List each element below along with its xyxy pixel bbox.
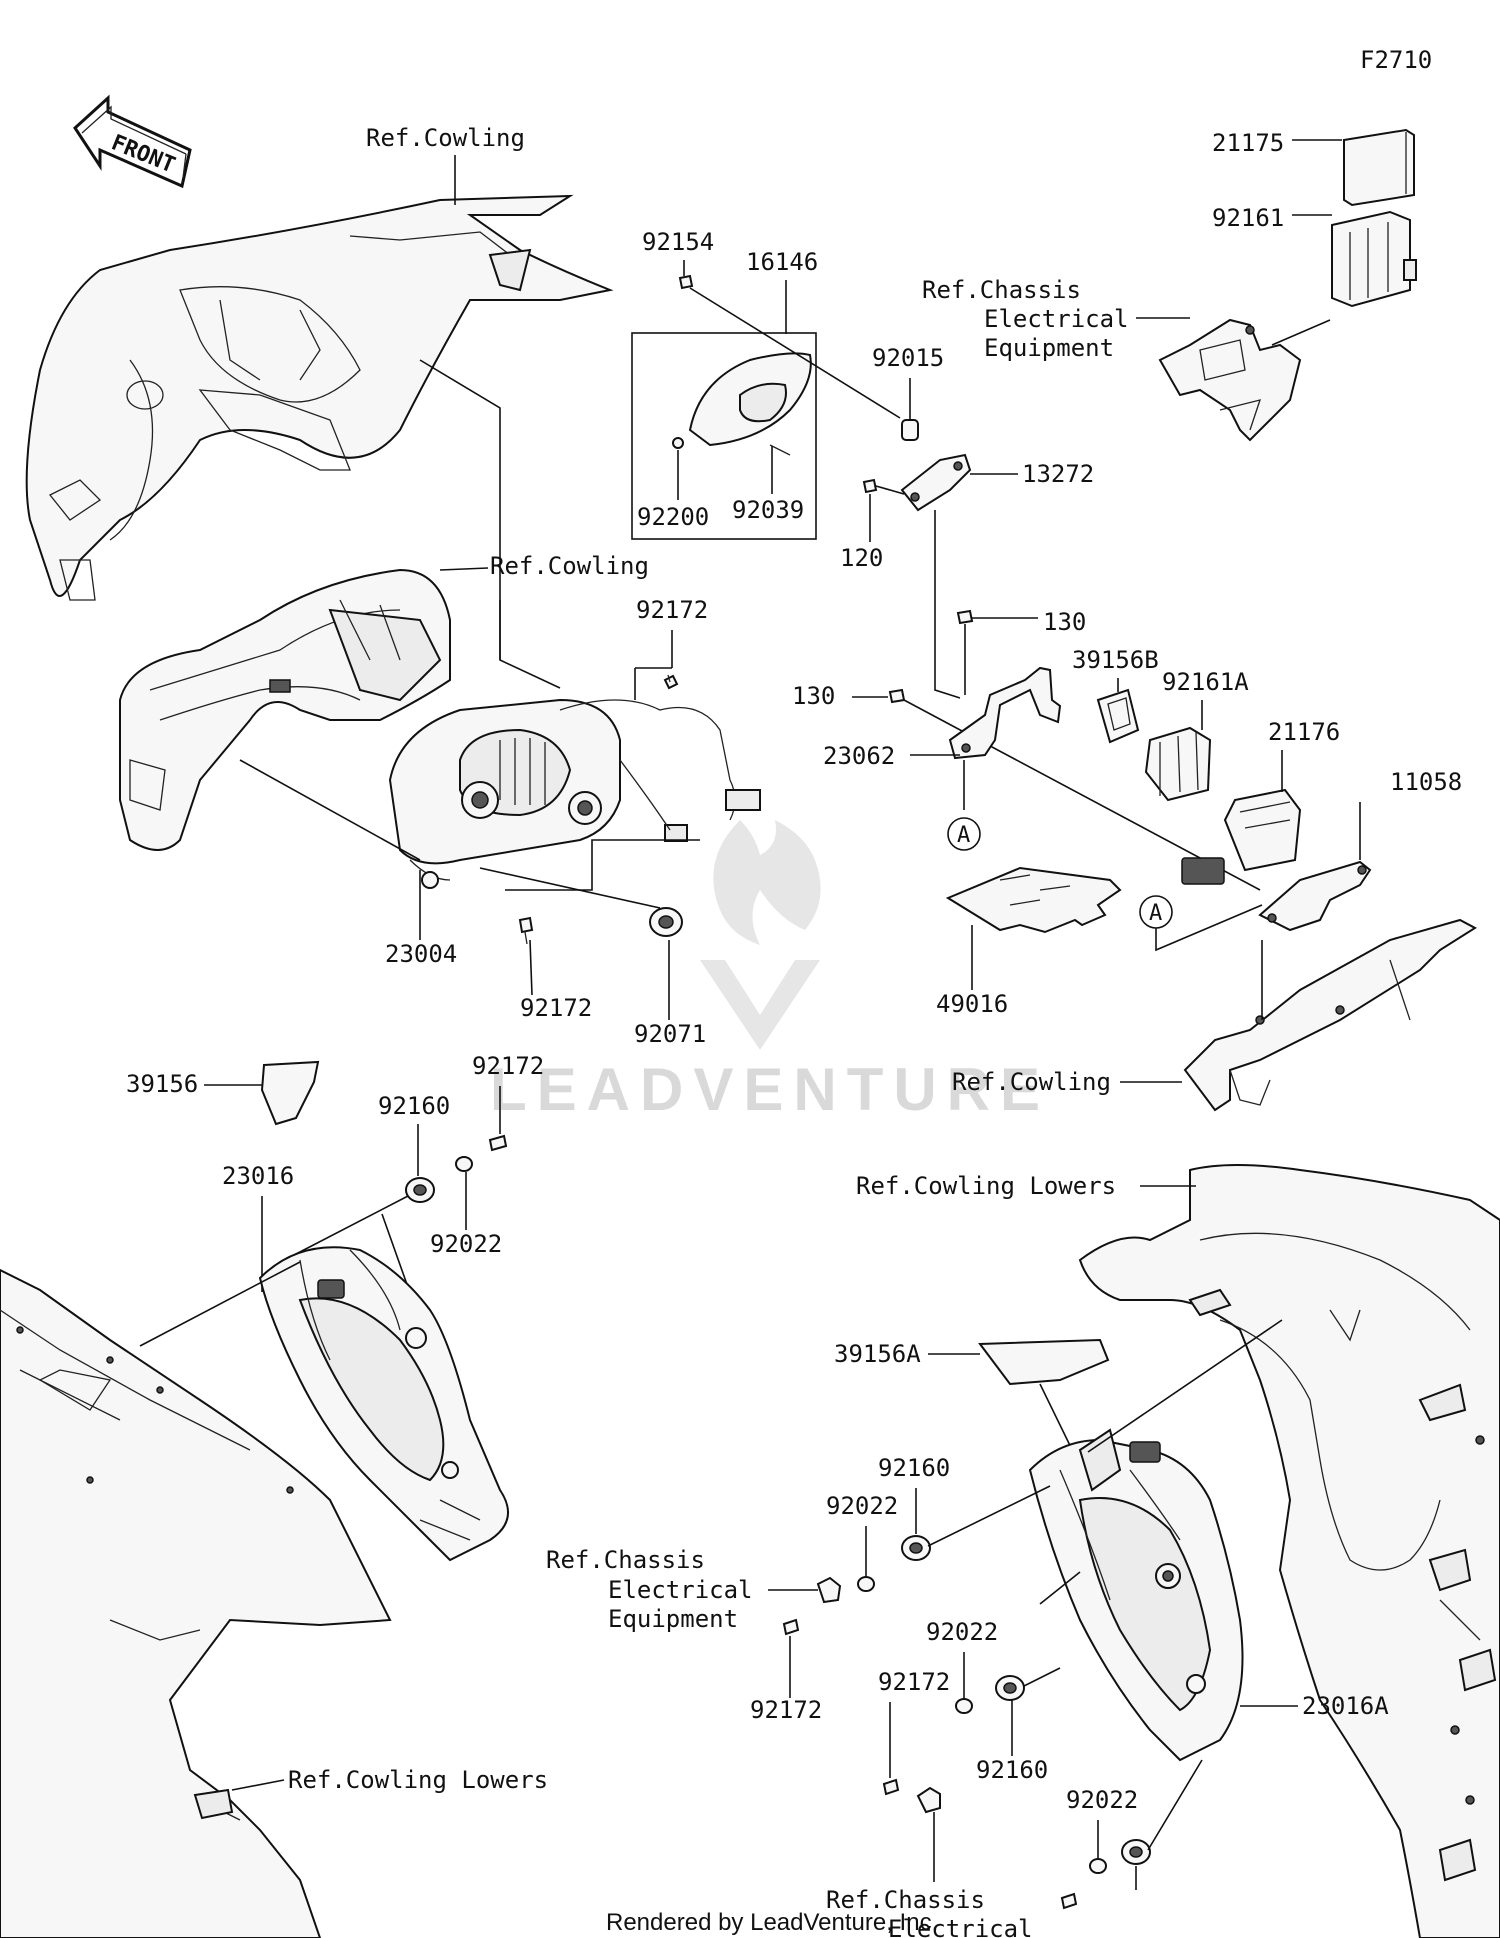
label-ref-chassis-2-l1: Ref.Chassis xyxy=(546,1546,705,1574)
case-92161 xyxy=(1331,210,1417,308)
cushion-39156A xyxy=(978,1338,1110,1386)
label-92039: 92039 xyxy=(732,496,804,524)
lower-cowling-left xyxy=(0,1268,392,1938)
label-92172-b: 92172 xyxy=(520,994,592,1022)
screw-92154 xyxy=(678,274,694,290)
screw-92172-a xyxy=(663,674,679,690)
label-92160-c: 92160 xyxy=(976,1756,1048,1784)
label-ref-cowling-mid: Ref.Cowling xyxy=(490,552,649,580)
grommet-92160-a xyxy=(405,1177,435,1203)
headlight-assembly xyxy=(388,698,761,889)
footer-credit: Rendered by LeadVenture, Inc. xyxy=(606,1909,938,1936)
watermark: LEADVENTURE xyxy=(490,820,1050,1123)
label-ref-chassis-1-l3: Equipment xyxy=(984,334,1114,362)
label-92160-b: 92160 xyxy=(878,1454,950,1482)
bracket-11058 xyxy=(1258,860,1372,932)
ecu-21175 xyxy=(1343,128,1415,207)
label-92071: 92071 xyxy=(634,1020,706,1048)
grommet-92160-b xyxy=(901,1535,931,1561)
label-92200: 92200 xyxy=(637,503,709,531)
label-92015: 92015 xyxy=(872,344,944,372)
washer-92022-b xyxy=(857,1576,875,1592)
label-39156B: 39156B xyxy=(1072,646,1159,674)
label-23016A: 23016A xyxy=(1302,1692,1389,1720)
side-lamp-23016A xyxy=(1028,1428,1244,1762)
label-23062: 23062 xyxy=(823,742,895,770)
clip-lower xyxy=(916,1786,941,1814)
bracket-23062 xyxy=(948,666,1062,760)
relay-21176 xyxy=(1181,788,1302,885)
clip-upper xyxy=(816,1576,842,1604)
label-39156A: 39156A xyxy=(834,1340,921,1368)
grommet-92160-c xyxy=(995,1675,1025,1701)
screw-130-b xyxy=(888,688,906,704)
label-ref-chassis-3-l2: Electrical xyxy=(888,1915,1033,1938)
label-11058: 11058 xyxy=(1390,768,1462,796)
label-ref-cowling-lowers-right: Ref.Cowling Lowers xyxy=(856,1172,1116,1200)
label-92172-a: 92172 xyxy=(636,596,708,624)
plate-49016 xyxy=(945,866,1122,934)
label-ref-chassis-2-l3: Equipment xyxy=(608,1605,738,1633)
label-92172-e: 92172 xyxy=(878,1668,950,1696)
inner-cowling xyxy=(119,568,451,851)
washer-92022-a xyxy=(455,1156,473,1172)
label-ref-chassis-3-l1: Ref.Chassis xyxy=(826,1886,985,1914)
label-ref-chassis-1-l1: Ref.Chassis xyxy=(922,276,1081,304)
screw-120 xyxy=(862,478,878,494)
label-120: 120 xyxy=(840,544,883,572)
upper-cowling xyxy=(25,194,614,601)
label-16146: 16146 xyxy=(746,248,818,276)
grommet-92071 xyxy=(649,907,683,937)
label-13272: 13272 xyxy=(1022,460,1094,488)
label-21175: 21175 xyxy=(1212,129,1284,157)
label-ref-cowling-right: Ref.Cowling xyxy=(952,1068,1111,1096)
callout-a-right: A xyxy=(1149,901,1162,926)
label-92022-d: 92022 xyxy=(1066,1786,1138,1814)
label-92022-c: 92022 xyxy=(926,1618,998,1646)
screw-92172-d xyxy=(782,1618,800,1636)
label-92172-d: 92172 xyxy=(750,1696,822,1724)
label-ref-chassis-1-l2: Electrical xyxy=(984,305,1129,333)
label-ref-cowling-top: Ref.Cowling xyxy=(366,124,525,152)
washer-92022-d xyxy=(1089,1858,1107,1874)
label-23004: 23004 xyxy=(385,940,457,968)
watermark-text: LEADVENTURE xyxy=(490,1056,1050,1123)
label-92172-c: 92172 xyxy=(472,1052,544,1080)
label-92022-a: 92022 xyxy=(430,1230,502,1258)
label-23016: 23016 xyxy=(222,1162,294,1190)
label-92161: 92161 xyxy=(1212,204,1284,232)
label-92154: 92154 xyxy=(642,228,714,256)
label-21176: 21176 xyxy=(1268,718,1340,746)
side-lamp-23016 xyxy=(258,1246,509,1562)
label-ref-cowling-lowers-left: Ref.Cowling Lowers xyxy=(288,1766,548,1794)
cushion-39156B xyxy=(1096,688,1140,744)
spacer-92015 xyxy=(901,419,919,441)
front-direction-arrow: FRONT xyxy=(73,94,192,189)
cowling-stay xyxy=(1183,918,1477,1112)
figure-code: F2710 xyxy=(1360,46,1432,74)
label-92022-b: 92022 xyxy=(826,1492,898,1520)
screw-92172-c xyxy=(488,1134,508,1152)
washer-92022-c xyxy=(955,1698,973,1714)
screw-92172-f xyxy=(1060,1892,1078,1910)
grommet-92160-d xyxy=(1121,1839,1151,1865)
label-49016: 49016 xyxy=(936,990,1008,1018)
label-130-b: 130 xyxy=(792,682,835,710)
lower-cowling-right xyxy=(1078,1164,1500,1938)
screw-92172-b xyxy=(518,916,534,945)
chassis-bracket xyxy=(1158,318,1302,442)
screw-130-a xyxy=(956,609,974,625)
bracket-13272 xyxy=(900,453,972,512)
label-92161A: 92161A xyxy=(1162,668,1249,696)
holder-92161A xyxy=(1144,726,1212,802)
label-ref-chassis-2-l2: Electrical xyxy=(608,1576,753,1604)
callout-a-left: A xyxy=(957,823,970,848)
label-92160-a: 92160 xyxy=(378,1092,450,1120)
label-39156: 39156 xyxy=(126,1070,198,1098)
label-130-a: 130 xyxy=(1043,608,1086,636)
wedge-39156 xyxy=(260,1060,320,1126)
ornament-16146 xyxy=(672,352,812,456)
screw-92172-e xyxy=(882,1778,900,1796)
